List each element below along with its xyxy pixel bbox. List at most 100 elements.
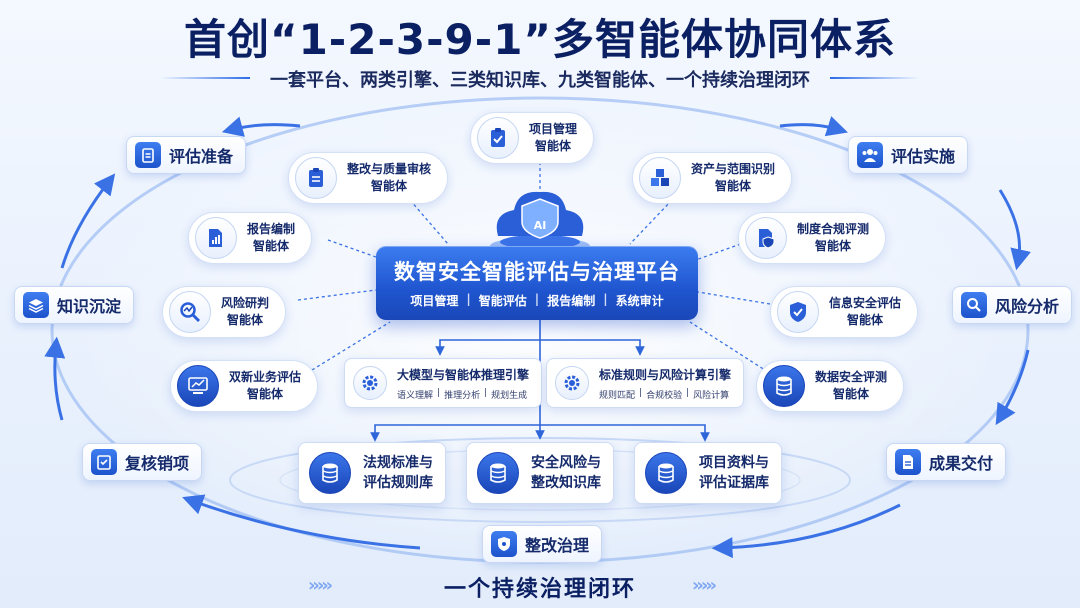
stage-knowledge-accumulation[interactable]: 知识沉淀 — [14, 286, 135, 324]
agent-risk-judgement[interactable]: 风险研判智能体 — [162, 286, 287, 338]
engine-capability: 风险计算 — [693, 390, 730, 401]
stage-label: 知识沉淀 — [57, 297, 122, 316]
kb-name: 评估证据库 — [699, 475, 769, 491]
agent-name: 数据安全评测 — [815, 370, 888, 384]
checklist-icon — [91, 449, 117, 475]
separator: | — [686, 387, 690, 398]
platform-function: 项目管理 — [410, 294, 459, 308]
agent-suffix: 智能体 — [847, 313, 884, 327]
platform-function: 系统审计 — [615, 294, 664, 308]
platform-title: 数智安全智能评估与治理平台 — [394, 260, 680, 284]
database-icon — [763, 365, 805, 407]
kb-name: 整改知识库 — [531, 475, 601, 491]
kb-regulations-standards[interactable]: 法规标准与评估规则库 — [298, 442, 446, 504]
agent-suffix: 智能体 — [253, 239, 290, 253]
agent-suffix: 智能体 — [535, 139, 572, 153]
layers-icon — [23, 292, 49, 318]
agent-suffix: 智能体 — [371, 179, 408, 193]
stage-label: 复核销项 — [125, 454, 190, 473]
engine-capability: 合规校验 — [646, 390, 683, 401]
stage-label: 整改治理 — [525, 536, 590, 555]
clipboard-check-icon — [477, 117, 519, 159]
document-icon — [895, 449, 921, 475]
stage-evaluation-implement[interactable]: 评估实施 — [848, 136, 969, 174]
ai-badge: AI — [533, 219, 547, 232]
stage-label: 成果交付 — [929, 454, 994, 473]
platform-functions: 项目管理 | 智能评估 | 报告编制 | 系统审计 — [376, 292, 698, 309]
kb-name: 项目资料与 — [699, 455, 769, 471]
engine-capability: 规则匹配 — [599, 390, 636, 401]
stage-label: 风险分析 — [995, 297, 1060, 316]
stage-label: 评估实施 — [891, 147, 956, 166]
database-icon — [477, 452, 519, 494]
kb-security-risk-rectification[interactable]: 安全风险与整改知识库 — [466, 442, 614, 504]
stage-delivery[interactable]: 成果交付 — [886, 443, 1007, 481]
agent-suffix: 智能体 — [227, 313, 264, 327]
subtitle-divider-right — [830, 77, 920, 79]
clipboard-icon — [135, 142, 161, 168]
agent-project-management[interactable]: 项目管理智能体 — [470, 112, 595, 164]
kb-project-materials-evidence[interactable]: 项目资料与评估证据库 — [634, 442, 782, 504]
agent-name: 风险研判 — [221, 296, 270, 310]
document-shield-icon — [745, 217, 787, 259]
separator: | — [466, 292, 471, 306]
agent-suffix: 智能体 — [815, 239, 852, 253]
engine-standard-rule-risk-calc[interactable]: 标准规则与风险计算引擎 规则匹配 | 合规校验 | 风险计算 — [546, 358, 745, 408]
engine-llm-agent-reasoning[interactable]: 大模型与智能体推理引擎 语义理解 | 推理分析 | 规划生成 — [344, 358, 543, 408]
bottom-slogan: 一个持续治理闭环 — [443, 577, 636, 602]
stage-review-closeout[interactable]: 复核销项 — [82, 443, 203, 481]
agent-data-security[interactable]: 数据安全评测智能体 — [756, 360, 905, 412]
stage-label: 评估准备 — [169, 147, 234, 166]
agent-suffix: 智能体 — [715, 179, 752, 193]
engine-title: 大模型与智能体推理引擎 — [397, 367, 530, 382]
cubes-icon — [639, 157, 681, 199]
subtitle-divider-left — [160, 77, 250, 79]
agent-name: 双新业务评估 — [229, 370, 302, 384]
central-platform[interactable]: 数智安全智能评估与治理平台 项目管理 | 智能评估 | 报告编制 | 系统审计 — [376, 246, 698, 320]
database-icon — [309, 452, 351, 494]
monitor-chart-icon — [177, 365, 219, 407]
gear-icon — [555, 366, 589, 400]
kb-name: 安全风险与 — [531, 455, 601, 471]
engine-capabilities: 规则匹配 | 合规校验 | 风险计算 — [599, 388, 731, 401]
search-icon — [961, 292, 987, 318]
separator: | — [639, 387, 643, 398]
engine-title: 标准规则与风险计算引擎 — [599, 367, 732, 382]
stage-evaluation-prepare[interactable]: 评估准备 — [126, 136, 247, 174]
engine-capability: 语义理解 — [397, 390, 434, 401]
agent-information-security[interactable]: 信息安全评估智能体 — [770, 286, 919, 338]
chevrons-right-icon: ››››› — [692, 575, 717, 596]
agent-rectification-quality-audit[interactable]: 整改与质量审核智能体 — [288, 152, 449, 204]
separator: | — [603, 292, 608, 306]
page-subtitle: 一套平台、两类引擎、三类知识库、九类智能体、一个持续治理闭环 — [270, 70, 810, 91]
kb-name: 评估规则库 — [363, 475, 433, 491]
agent-name: 项目管理 — [529, 122, 578, 136]
agent-suffix: 智能体 — [833, 387, 870, 401]
separator: | — [534, 292, 540, 306]
engine-capability: 推理分析 — [444, 390, 481, 401]
agent-name: 制度合规评测 — [797, 222, 870, 236]
agent-name: 信息安全评估 — [829, 296, 902, 310]
agent-asset-scope-identification[interactable]: 资产与范围识别智能体 — [632, 152, 793, 204]
stage-governance[interactable]: 整改治理 — [482, 525, 603, 563]
separator: | — [437, 387, 441, 398]
clipboard-list-icon — [295, 157, 337, 199]
separator: | — [484, 387, 488, 398]
agent-name: 资产与范围识别 — [691, 162, 776, 176]
agent-suffix: 智能体 — [247, 387, 284, 401]
stage-risk-analysis[interactable]: 风险分析 — [952, 286, 1073, 324]
agent-report-writing[interactable]: 报告编制智能体 — [188, 212, 313, 264]
database-icon — [645, 452, 687, 494]
platform-function: 报告编制 — [547, 294, 596, 308]
agent-dual-new-business[interactable]: 双新业务评估智能体 — [170, 360, 319, 412]
agent-policy-compliance[interactable]: 制度合规评测智能体 — [738, 212, 887, 264]
magnify-chart-icon — [169, 291, 211, 333]
agent-name: 整改与质量审核 — [347, 162, 432, 176]
agent-name: 报告编制 — [247, 222, 296, 236]
platform-function: 智能评估 — [478, 294, 527, 308]
kb-name: 法规标准与 — [363, 455, 433, 471]
shield-check-icon — [777, 291, 819, 333]
engine-capability: 规划生成 — [491, 390, 528, 401]
team-icon — [857, 142, 883, 168]
page-title: 首创“1-2-3-9-1”多智能体协同体系 — [183, 15, 897, 64]
